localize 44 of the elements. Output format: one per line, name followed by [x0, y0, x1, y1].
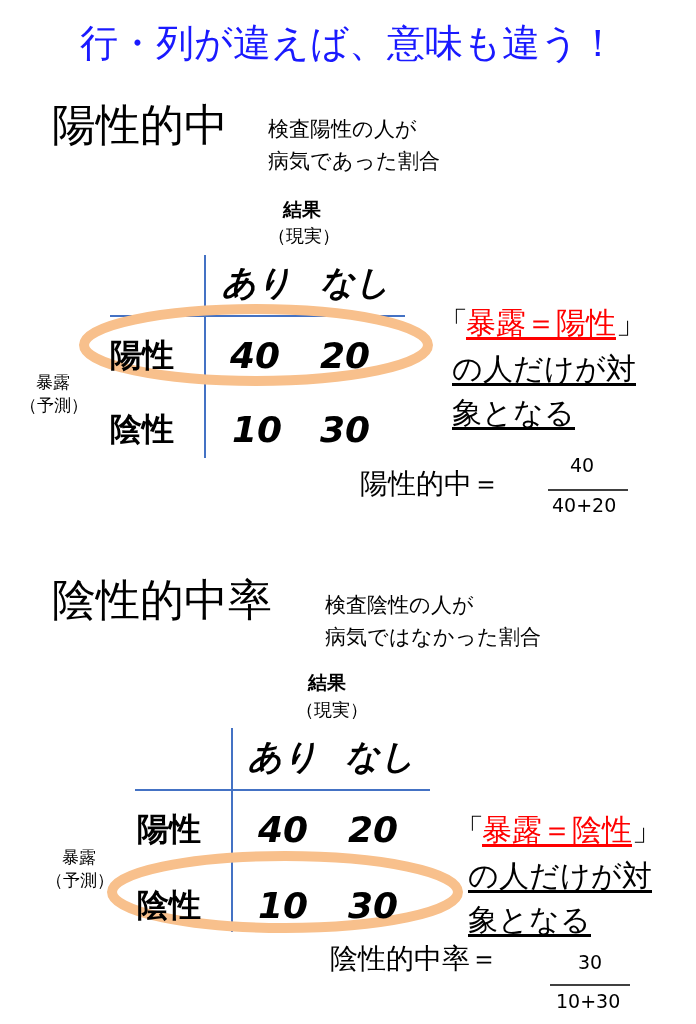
title: 行・列が違えば、意味も違う！: [78, 22, 618, 66]
column-header: あり: [248, 737, 318, 777]
cell-value: 40: [230, 335, 281, 377]
cell-value: 20: [320, 335, 371, 377]
fraction-numerator: 30: [578, 952, 603, 974]
highlight-ellipse: [78, 303, 434, 387]
highlight-ellipse: [106, 850, 464, 934]
section-heading: 陰性的中率: [52, 575, 272, 626]
cell-value: 20: [348, 809, 399, 851]
column-group-header: 結果: [283, 199, 321, 221]
row-header: 陰性: [137, 887, 201, 924]
cell-value: 30: [348, 885, 399, 927]
column-header: なし: [345, 737, 415, 777]
column-group-note: （現実）: [296, 700, 368, 721]
section-heading: 陽性的中: [52, 100, 228, 151]
formula-label: 陽性的中＝: [360, 468, 500, 501]
cell-value: 10: [258, 885, 309, 927]
bracket: 「: [438, 306, 468, 341]
cell-value: 40: [258, 809, 309, 851]
row-group-note: （予測）: [46, 871, 114, 891]
cell-value: 30: [320, 409, 371, 451]
bracket: 」: [616, 306, 646, 341]
row-group-header: 暴露: [36, 373, 70, 393]
bracket: 「: [454, 813, 484, 848]
row-header: 陽性: [110, 337, 174, 374]
column-header: あり: [222, 263, 292, 303]
row-group-note: （予測）: [20, 396, 88, 416]
row-group-header: 暴露: [62, 848, 96, 868]
fraction-numerator: 40: [570, 455, 595, 477]
column-group-note: （現実）: [268, 226, 340, 247]
fraction-denominator: 10+30: [556, 991, 621, 1013]
column-header: なし: [320, 263, 390, 303]
column-group-header: 結果: [308, 672, 346, 694]
description: 検査陰性の人が病気ではなかった割合: [325, 592, 541, 651]
row-header: 陰性: [110, 411, 174, 448]
note-text: の人だけが対象となる: [468, 857, 652, 939]
bracket: 」: [632, 813, 662, 848]
description: 検査陽性の人が病気であった割合: [268, 116, 440, 175]
condition-text: 暴露＝陽性: [466, 306, 616, 341]
note-text: の人だけが対象となる: [452, 350, 636, 432]
formula-label: 陰性的中率＝: [330, 943, 498, 976]
fraction-denominator: 40+20: [552, 495, 617, 517]
cell-value: 10: [232, 409, 283, 451]
condition-text: 暴露＝陰性: [482, 813, 632, 848]
